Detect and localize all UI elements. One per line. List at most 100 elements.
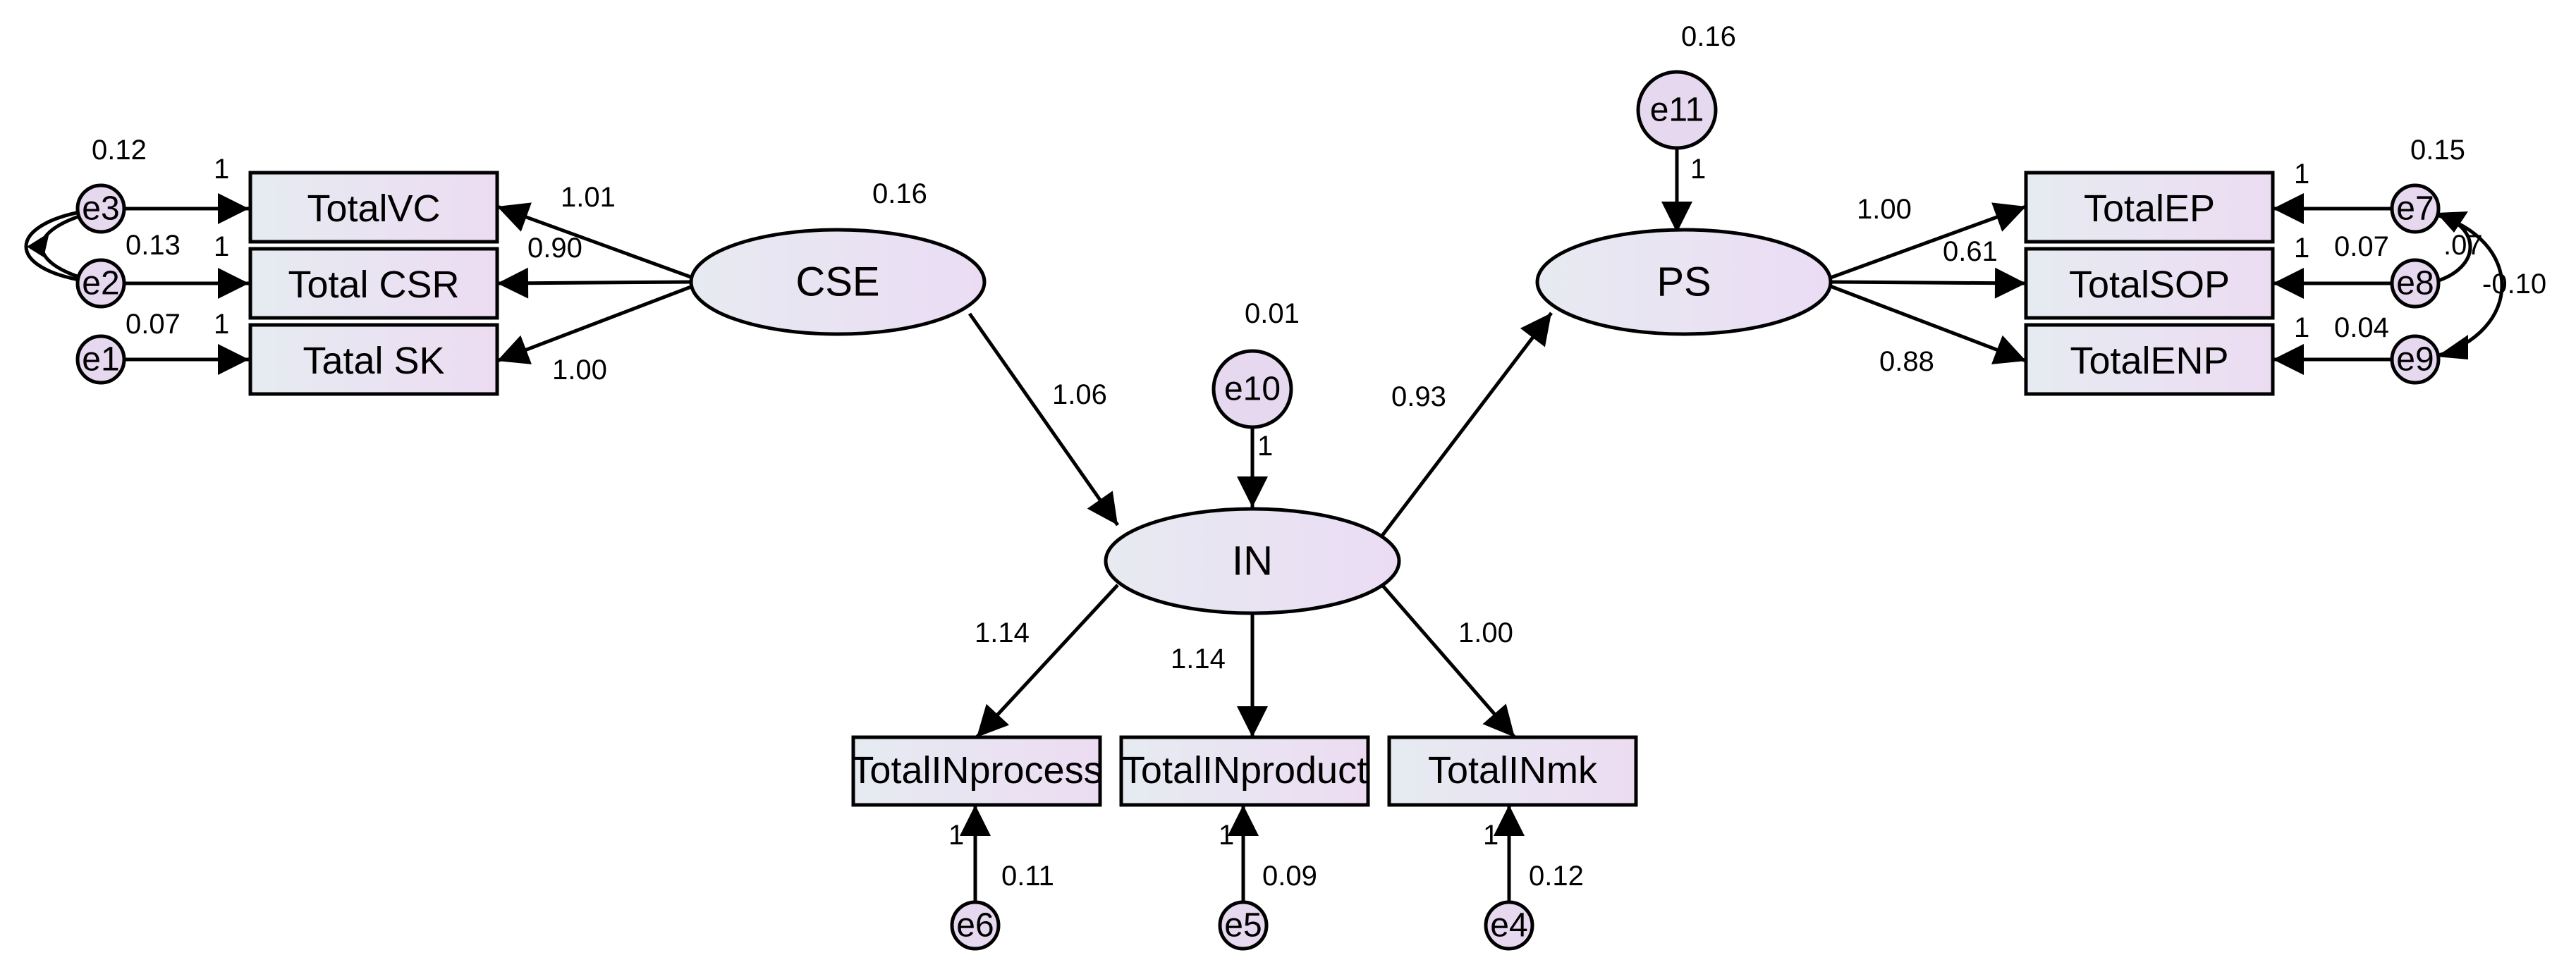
variance-e2: 0.13	[126, 230, 181, 261]
observed-label-totalsop: TotalSOP	[2069, 264, 2230, 306]
loading-ps-totalep: 1.00	[1857, 194, 1912, 225]
error-label-e9: e9	[2396, 341, 2434, 378]
path-coef-cse-in: 1.06	[1052, 379, 1107, 410]
observed-label-tatalsk: Tatal SK	[303, 340, 444, 382]
weight-e9: 1	[2294, 312, 2309, 343]
error-circle-e10: e10	[1211, 349, 1293, 429]
latent-variables: CSE IN PS	[689, 228, 1833, 615]
covariance-e3-e2	[24, 209, 84, 283]
error-circle-e1: e1	[75, 334, 126, 385]
error-circle-e5: e5	[1218, 900, 1269, 951]
observed-box-totalvc: TotalVC	[248, 171, 499, 244]
path-ps-totalenp	[1828, 283, 2027, 364]
error-label-e11: e11	[1650, 92, 1704, 129]
observed-label-totalinproduct: TotalINproduct	[1122, 749, 1367, 792]
latent-ellipse-ps: PS	[1535, 228, 1833, 336]
covariance-partial-label: .07	[2443, 230, 2483, 261]
covariance-arrowhead-right-top	[2436, 211, 2468, 233]
error-label-e3: e3	[82, 190, 119, 228]
variance-e6: 0.11	[1001, 861, 1054, 892]
error-label-e5: e5	[1224, 907, 1262, 944]
path-in-ps	[1381, 312, 1553, 537]
loading-cse-totalvc: 1.01	[561, 182, 616, 213]
path-in-totalinmk	[1381, 584, 1516, 739]
error-circle-e6: e6	[950, 900, 1001, 951]
weight-e7: 1	[2294, 159, 2309, 190]
variance-e1: 0.07	[126, 309, 181, 340]
observed-label-totalinmk: TotalINmk	[1428, 749, 1598, 792]
observed-box-totalenp: TotalENP	[2024, 323, 2275, 396]
observed-label-totalenp: TotalENP	[2070, 340, 2228, 382]
path-cse-totalvc	[496, 202, 695, 281]
variance-e11: 0.16	[1681, 21, 1736, 52]
path-cse-totalcsr	[496, 267, 695, 299]
loading-ps-totalsop: 0.61	[1943, 236, 1998, 267]
weight-e8: 1	[2294, 233, 2309, 264]
weight-e3: 1	[214, 154, 229, 185]
observed-label-totalcsr: Total CSR	[288, 264, 459, 306]
variance-e10: 0.01	[1245, 298, 1300, 329]
variance-cse: 0.16	[872, 178, 927, 209]
error-circle-e9: e9	[2390, 334, 2441, 385]
variance-e5: 0.09	[1262, 861, 1317, 892]
observed-box-totalep: TotalEP	[2024, 171, 2275, 244]
error-terms: e3 e2 e1 e7 e8 e9 e10 e11	[75, 70, 2441, 951]
variance-e8: 0.07	[2334, 231, 2389, 262]
error-label-e8: e8	[2396, 265, 2434, 302]
error-circle-e3: e3	[75, 183, 126, 234]
observed-variables: TotalVC Total CSR Tatal SK TotalEP Total…	[248, 171, 2275, 807]
weight-e10: 1	[1257, 431, 1273, 462]
variance-e9: 0.04	[2334, 312, 2389, 343]
latent-label-in: IN	[1232, 538, 1273, 584]
error-circle-e11: e11	[1636, 70, 1718, 150]
observed-box-totalinprocess: TotalINprocess	[850, 735, 1103, 807]
latent-label-cse: CSE	[795, 259, 879, 305]
covariance-arrowhead-right-bottom	[2436, 335, 2468, 359]
path-in-totalinprocess	[975, 584, 1119, 739]
covariance-e7-e9-label: -0.10	[2482, 269, 2546, 300]
path-cse-in	[967, 312, 1120, 527]
weight-e6: 1	[948, 820, 964, 851]
loading-ps-totalenp: 0.88	[1879, 346, 1934, 377]
loading-cse-tatalsk: 1.00	[552, 355, 607, 386]
error-label-e1: e1	[82, 341, 119, 378]
covariance-arrowhead-left	[27, 233, 49, 257]
latent-ellipse-in: IN	[1104, 507, 1401, 615]
path-ps-totalep	[1828, 202, 2027, 281]
observed-label-totalep: TotalEP	[2084, 187, 2215, 230]
observed-box-tatalsk: Tatal SK	[248, 323, 499, 396]
variance-e3: 0.12	[92, 135, 147, 166]
loading-in-totalinmk: 1.00	[1458, 617, 1513, 648]
loading-in-totalinprocess: 1.14	[975, 617, 1030, 648]
observed-box-totalcsr: Total CSR	[248, 247, 499, 320]
variance-e7: 0.15	[2410, 135, 2465, 166]
error-label-e10: e10	[1224, 371, 1281, 408]
observed-box-totalinproduct: TotalINproduct	[1119, 735, 1370, 807]
loading-in-totalinproduct: 1.14	[1171, 644, 1226, 675]
loading-cse-totalcsr: 0.90	[527, 233, 582, 264]
weight-e4: 1	[1483, 820, 1498, 851]
latent-label-ps: PS	[1656, 259, 1711, 305]
weight-e11: 1	[1690, 154, 1706, 185]
path-lines	[24, 144, 2504, 904]
error-circle-e2: e2	[75, 258, 126, 309]
observed-box-totalsop: TotalSOP	[2024, 247, 2275, 320]
weight-e2: 1	[214, 231, 229, 262]
error-label-e4: e4	[1490, 907, 1527, 944]
variance-e4: 0.12	[1529, 861, 1584, 892]
error-label-e6: e6	[956, 907, 994, 944]
coefficient-labels: 0.12 1 0.13 1 0.07 1 1.01 0.90 1.00 0.16…	[92, 21, 2546, 892]
error-label-e7: e7	[2396, 190, 2434, 228]
path-cse-tatalsk	[496, 283, 695, 364]
error-circle-e4: e4	[1484, 900, 1534, 951]
error-circle-e8: e8	[2390, 258, 2441, 309]
observed-label-totalinprocess: TotalINprocess	[850, 749, 1102, 792]
error-circle-e7: e7	[2390, 183, 2441, 234]
observed-label-totalvc: TotalVC	[307, 187, 440, 230]
latent-ellipse-cse: CSE	[689, 228, 987, 336]
error-label-e2: e2	[82, 265, 119, 302]
path-ps-totalsop	[1828, 267, 2027, 299]
weight-e1: 1	[214, 309, 229, 340]
path-coef-in-ps: 0.93	[1391, 381, 1446, 412]
